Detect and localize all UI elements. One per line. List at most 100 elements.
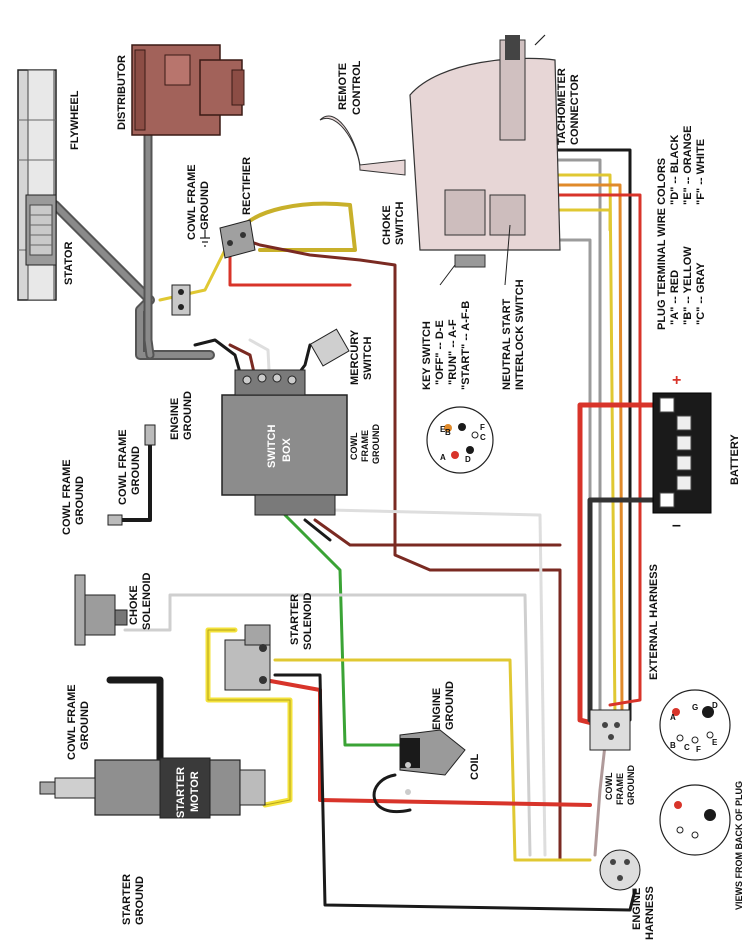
cowl-frame-ground-3-label-a: COWL FRAME	[61, 459, 73, 535]
starter-motor	[39, 757, 266, 819]
key-pin-d: D	[465, 455, 471, 464]
starter-motor-label-a: STARTER	[175, 767, 187, 818]
wire-rc-red	[478, 193, 642, 707]
cowl-frame-ground-4-label-b: GROUND	[79, 701, 91, 750]
cowl-frame-ground-box-a: COWL	[349, 432, 359, 460]
plug-terminal-d: "D" -- BLACK	[669, 135, 681, 205]
wire-sb-white-lower	[328, 508, 547, 857]
engine-plug-connector	[599, 849, 641, 891]
starter-solenoid-label-b: SOLENOID	[302, 592, 314, 650]
plug-terminal-b: "B" -- YELLOW	[682, 246, 694, 325]
remote-control	[319, 34, 561, 268]
wire-rectifier-red2	[228, 248, 352, 287]
wire-sb-black-lower	[303, 518, 332, 542]
distributor	[131, 44, 245, 136]
cowl-frame-ground-1-label-a: COWL FRAME	[186, 164, 198, 240]
key-switch-label-d: "START" -- A-F-B	[460, 301, 472, 390]
starter-solenoid-label-a: STARTER	[289, 594, 301, 645]
switch-box-label-b: BOX	[281, 438, 293, 463]
key-pin-c: C	[480, 433, 486, 442]
stator-connector	[171, 284, 191, 316]
ground-symbol-1	[200, 230, 210, 247]
tachometer-connector-label-b: CONNECTOR	[569, 74, 581, 145]
rectifier-label: RECTIFIER	[241, 157, 253, 215]
engine-ground-2-label-b: GROUND	[444, 681, 456, 730]
engine-ground-2-label-a: ENGINE	[431, 688, 443, 730]
mercury-switch-label-b: SWITCH	[362, 337, 374, 380]
neutral-start-label-a: NEUTRAL START	[501, 298, 513, 390]
cowl-frame-ground-5-label-c: GROUND	[626, 765, 636, 805]
cowl-frame-ground-box-b: FRAME	[360, 430, 370, 462]
wire-choke-white	[123, 593, 532, 857]
plug-terminal-title: PLUG TERMINAL WIRE COLORS	[656, 158, 668, 330]
rectifier	[219, 219, 256, 259]
wire-solenoid-yellow	[273, 658, 592, 862]
cowl-frame-ground-box-c: GROUND	[371, 424, 381, 464]
neutral-start-leader	[504, 224, 511, 286]
wire-starter-black-cable	[106, 676, 164, 764]
views-from-back-label: VIEWS FROM BACK OF PLUG	[734, 781, 744, 910]
plug-pin-a: A	[670, 713, 676, 722]
engine-harness-label-b: HARNESS	[644, 886, 656, 940]
plug-terminal-c: "C" -- GRAY	[695, 262, 707, 325]
battery-minus: –	[672, 517, 681, 534]
engine-harness-label-a: ENGINE	[631, 888, 643, 930]
choke-solenoid	[74, 574, 128, 646]
external-plug-face	[659, 689, 731, 761]
plug-terminal-a: "A" -- RED	[669, 270, 681, 325]
cowl-frame-ground-3-label-b: GROUND	[74, 476, 86, 525]
wire-solenoid-red	[263, 678, 592, 807]
choke-solenoid-label-b: SOLENOID	[141, 572, 153, 630]
wire-starter-yellow-outline	[207, 629, 291, 806]
wire-ext-to-eng	[593, 743, 607, 857]
coil	[399, 729, 466, 795]
battery	[652, 392, 712, 514]
cowl-frame-ground-5-label-b: FRAME	[615, 773, 625, 805]
coil-label: COIL	[469, 753, 481, 780]
key-switch-leader	[439, 264, 456, 286]
cowl-frame-ground-1-label-b: GROUND	[199, 181, 211, 230]
starter-motor-label-b: MOTOR	[189, 771, 201, 812]
engine-plug-face	[659, 784, 731, 856]
cowl-frame-ground-2-label-b: GROUND	[130, 446, 142, 495]
key-pin-b: B	[445, 428, 451, 437]
choke-solenoid-label-a: CHOKE	[128, 585, 140, 625]
external-plug-connector	[589, 709, 631, 751]
wire-cowl-ground-black	[113, 438, 152, 522]
choke-switch-label-b: SWITCH	[394, 202, 406, 245]
mercury-switch-label-a: MERCURY	[349, 329, 361, 385]
key-pin-e: E	[440, 425, 446, 434]
mercury-switch	[309, 328, 350, 367]
key-switch-label-b: "OFF" -- D-E	[434, 320, 446, 385]
battery-label: BATTERY	[729, 434, 741, 485]
starter-ground-label-b: GROUND	[134, 876, 146, 925]
starter-solenoid	[224, 624, 271, 691]
engine-ground-1-label-b: GROUND	[182, 391, 194, 440]
key-switch-label-a: KEY SWITCH	[421, 321, 433, 390]
wire-solenoid-black	[273, 673, 637, 912]
switch-box	[221, 369, 348, 516]
battery-plus: +	[672, 372, 681, 389]
plug-pin-f: F	[696, 745, 701, 754]
plug-terminal-e: "E" -- ORANGE	[682, 126, 694, 206]
stator-label: STATOR	[63, 242, 75, 285]
plug-terminal-f: "F" -- WHITE	[695, 139, 707, 205]
distributor-label: DISTRIBUTOR	[116, 55, 128, 130]
stator	[25, 194, 57, 266]
wire-coil-black	[372, 773, 412, 814]
plug-pin-b: B	[670, 741, 676, 750]
wire-rectifier-red	[243, 238, 562, 862]
wire-battery-black	[587, 497, 658, 723]
remote-control-label-a: REMOTE	[337, 63, 349, 110]
choke-switch-label-a: CHOKE	[381, 205, 393, 245]
cowl-frame-ground-5-label-a: COWL	[604, 772, 614, 800]
plug-pin-c: C	[684, 743, 690, 752]
cowl-frame-ground-3-terminal	[107, 514, 123, 526]
wire-sb-green	[283, 513, 402, 747]
wire-sb-darkred-lower	[313, 518, 562, 547]
switch-box-label-a: SWITCH	[266, 425, 278, 468]
tachometer-connector-label-a: TACHOMETER	[556, 68, 568, 145]
wire-distributor-gray-inner	[145, 107, 153, 358]
engine-ground-1-terminal	[144, 424, 156, 446]
